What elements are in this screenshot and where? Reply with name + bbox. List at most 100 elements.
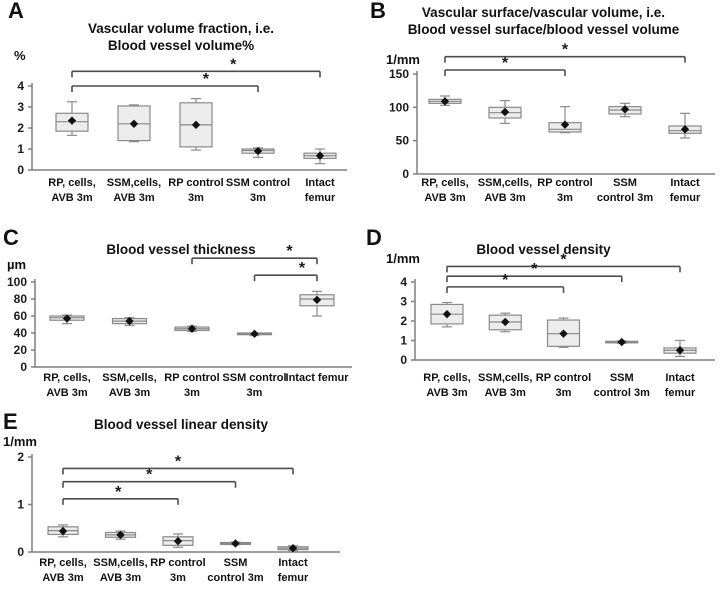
box-group xyxy=(47,524,79,538)
box-group xyxy=(162,533,194,548)
x-axis-label: SSM,cells,AVB 3m xyxy=(471,371,539,401)
panel-letter: E xyxy=(3,409,18,434)
x-axis-label-line: AVB 3m xyxy=(51,192,93,204)
y-axis-unit: µm xyxy=(7,257,27,272)
mean-diamond xyxy=(560,120,570,129)
significance-asterisk: * xyxy=(203,71,210,88)
box-group xyxy=(605,337,639,347)
significance-bracket: * xyxy=(253,260,318,282)
panel-letter: A xyxy=(8,0,24,23)
y-tick-label: 1 xyxy=(400,334,407,348)
mean-diamond xyxy=(617,337,626,347)
y-tick-label: 3 xyxy=(17,100,24,114)
x-axis-label-line: SSM xyxy=(609,372,634,384)
panel-title-line: Blood vessel density xyxy=(476,242,611,257)
x-axis-label-line: RP control xyxy=(535,372,592,384)
x-axis-label-line: control 3m xyxy=(596,192,654,204)
x-axis-label-line: RP, cells, xyxy=(423,372,471,384)
x-axis-label-line: AVB 3m xyxy=(424,192,466,204)
x-axis-label-line: 3m xyxy=(170,572,186,584)
mean-diamond xyxy=(680,125,690,134)
significance-bracket: * xyxy=(444,42,686,63)
mean-diamond xyxy=(187,324,197,333)
box-group xyxy=(488,100,522,124)
significance-bracket: * xyxy=(191,243,318,265)
panel-title: Vascular surface/vascular volume, i.e.Bl… xyxy=(362,4,725,38)
box-group xyxy=(111,316,148,326)
x-axis-label-line: AVB 3m xyxy=(42,572,84,584)
x-axis-label-line: femur xyxy=(664,387,696,399)
x-axis-label-line: RP, cells, xyxy=(421,177,469,189)
significance-asterisk: * xyxy=(562,42,569,59)
panel-title-line: Blood vessel surface/blood vessel volume xyxy=(407,22,680,37)
mean-diamond xyxy=(501,317,510,327)
x-axis-label-line: RP control xyxy=(168,177,224,189)
panel-title-line: Blood vessel volume% xyxy=(107,38,255,53)
panel-letter: C xyxy=(3,225,19,250)
box-group xyxy=(104,530,137,540)
y-tick-label: 60 xyxy=(14,309,28,323)
box-group xyxy=(488,312,522,333)
x-axis-label: RP, cells,AVB 3m xyxy=(31,371,104,401)
y-axis-unit: 1/mm xyxy=(386,251,420,266)
x-axis-label: Intact femur xyxy=(281,371,354,386)
significance-bracket: * xyxy=(71,56,321,78)
x-axis-label-line: AVB 3m xyxy=(99,572,142,584)
x-axis-label-line: RP control xyxy=(537,177,593,189)
panel-title: Blood vessel density xyxy=(362,241,725,258)
x-axis-label-line: 3m xyxy=(557,192,573,204)
y-tick-label: 4 xyxy=(17,79,24,93)
x-axis-label-line: AVB 3m xyxy=(484,387,526,399)
significance-bracket: * xyxy=(446,251,681,273)
x-axis-label-line: control 3m xyxy=(207,572,264,584)
box-group xyxy=(428,95,462,106)
x-axis-label: SSM,cells,AVB 3m xyxy=(98,176,170,206)
box-group xyxy=(277,544,309,553)
y-tick-label: 1 xyxy=(17,498,24,512)
x-axis-label-line: Intact femur xyxy=(285,372,349,384)
x-axis-label: RP, cells, AVB 3m xyxy=(29,556,97,586)
x-axis-label-line: AVB 3m xyxy=(426,387,468,399)
axes: 210 xyxy=(17,450,340,559)
mean-diamond xyxy=(440,97,450,106)
box-group xyxy=(608,102,642,118)
x-axis-label-line: AVB 3m xyxy=(484,192,526,204)
box-group xyxy=(430,301,464,328)
y-axis-unit: 1/mm xyxy=(3,434,37,449)
mean-diamond xyxy=(620,105,630,114)
mean-diamond xyxy=(559,329,568,338)
box-group xyxy=(117,104,151,143)
x-axis-label-line: RP, cells, xyxy=(48,177,96,189)
mean-diamond xyxy=(312,295,322,305)
mean-diamond xyxy=(250,329,259,339)
panel-letter: D xyxy=(366,225,382,250)
x-axis-label-line: RP, cells, xyxy=(39,557,87,569)
box-group xyxy=(546,317,581,348)
significance-bracket: * xyxy=(71,71,259,92)
x-axis-label-line: femur xyxy=(304,192,336,204)
boxplot-svg-e: 210*** xyxy=(17,450,340,559)
y-tick-label: 2 xyxy=(17,450,24,464)
significance-bracket: * xyxy=(62,467,237,488)
box-group xyxy=(174,324,210,333)
x-axis-label-line: femur xyxy=(669,192,701,204)
x-axis-label: SSM,cells,AVB 3m xyxy=(87,556,155,586)
x-axis-label-line: AVB 3m xyxy=(46,387,88,399)
mean-diamond xyxy=(675,346,685,355)
significance-asterisk: * xyxy=(502,55,509,72)
significance-asterisk: * xyxy=(115,484,122,501)
